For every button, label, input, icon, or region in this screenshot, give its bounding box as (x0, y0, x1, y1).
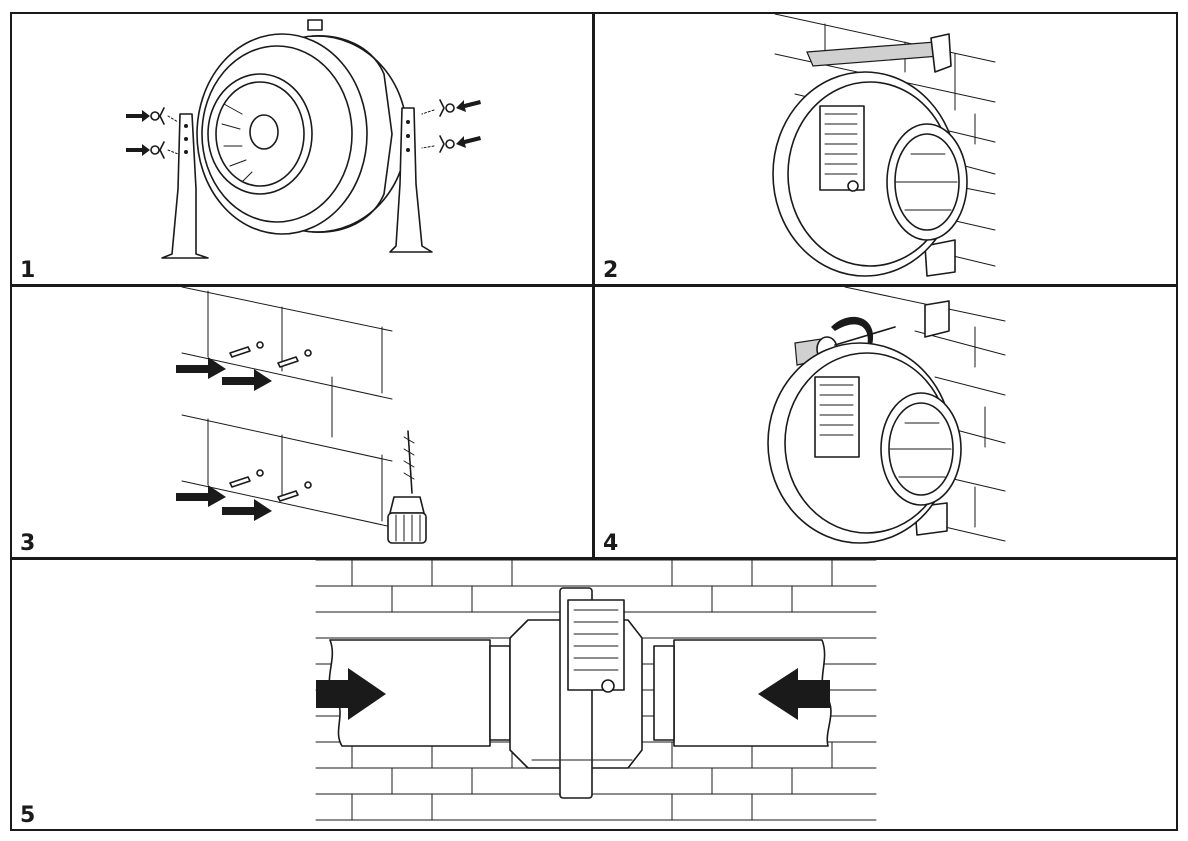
mounting-bracket-icon (161, 113, 209, 259)
step-panel-1: 1 (10, 12, 594, 286)
duct-fan-icon (767, 342, 962, 544)
duct-fan-icon (509, 587, 643, 799)
wall-plug-icon (229, 341, 312, 502)
mounting-bracket-icon (806, 33, 956, 277)
duct-left-icon (328, 639, 511, 747)
wall-brick-icon (181, 287, 393, 528)
step-number: 5 (20, 803, 36, 828)
step-panel-3: 3 (10, 285, 594, 559)
duct-fan-icon (772, 71, 968, 277)
step-number: 4 (603, 531, 619, 556)
duct-fan-icon (196, 19, 408, 235)
wall-brick-icon (844, 287, 1006, 542)
step-panel-5: 5 (10, 558, 1178, 831)
mounting-bracket-icon (389, 107, 433, 253)
step-number: 1 (20, 258, 36, 283)
wall-drill-illustration (176, 287, 427, 544)
drill-bit-icon (387, 430, 427, 544)
duct-right-icon (653, 639, 832, 747)
step-number: 2 (603, 258, 619, 283)
flow-arrow-icon (126, 100, 481, 156)
screw-icon (150, 99, 455, 159)
fan-brackets-illustration (126, 19, 481, 259)
duct-connection-illustration (315, 560, 877, 821)
fan-wall-mount-illustration (772, 14, 996, 277)
step-panel-2: 2 (593, 12, 1178, 286)
step-panel-4: 4 (593, 285, 1178, 559)
fan-screw-tighten-illustration (767, 287, 1006, 544)
flow-arrow-icon (316, 668, 830, 720)
flow-arrow-icon (176, 357, 272, 521)
step-number: 3 (20, 531, 36, 556)
